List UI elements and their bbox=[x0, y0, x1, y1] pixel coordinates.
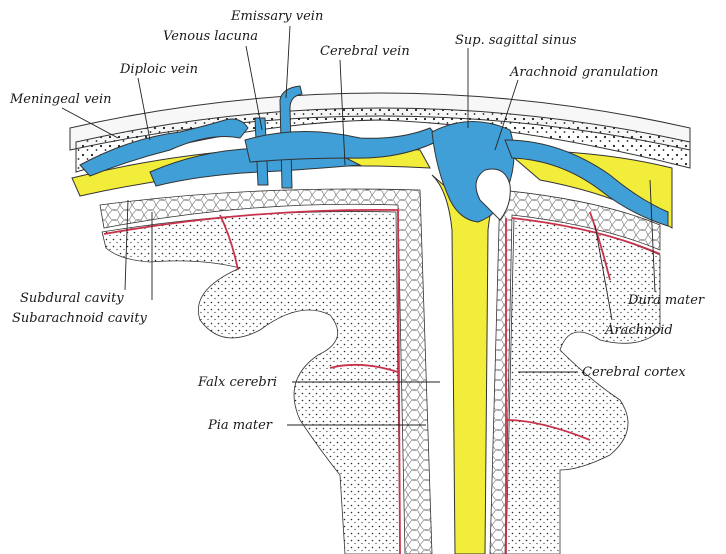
label-sup-sagittal-sinus: Sup. sagittal sinus bbox=[455, 33, 577, 48]
label-falx-cerebri: Falx cerebri bbox=[197, 375, 277, 390]
label-subdural-cavity: Subdural cavity bbox=[20, 291, 124, 306]
label-pia-mater: Pia mater bbox=[207, 418, 273, 433]
label-cerebral-cortex: Cerebral cortex bbox=[582, 365, 686, 380]
label-venous-lacuna: Venous lacuna bbox=[163, 29, 258, 44]
label-diploic-vein: Diploic vein bbox=[119, 62, 198, 77]
label-dura-mater: Dura mater bbox=[627, 293, 705, 308]
label-arachnoid: Arachnoid bbox=[604, 323, 673, 338]
label-emissary-vein: Emissary vein bbox=[230, 9, 323, 24]
label-cerebral-vein: Cerebral vein bbox=[320, 44, 410, 59]
falx-cerebri bbox=[432, 175, 500, 554]
label-subarachnoid-cavity: Subarachnoid cavity bbox=[12, 311, 148, 326]
label-meningeal-vein: Meningeal vein bbox=[9, 92, 112, 107]
label-arachnoid-granulation: Arachnoid granulation bbox=[509, 65, 658, 80]
cerebral-cortex-right bbox=[506, 218, 660, 554]
